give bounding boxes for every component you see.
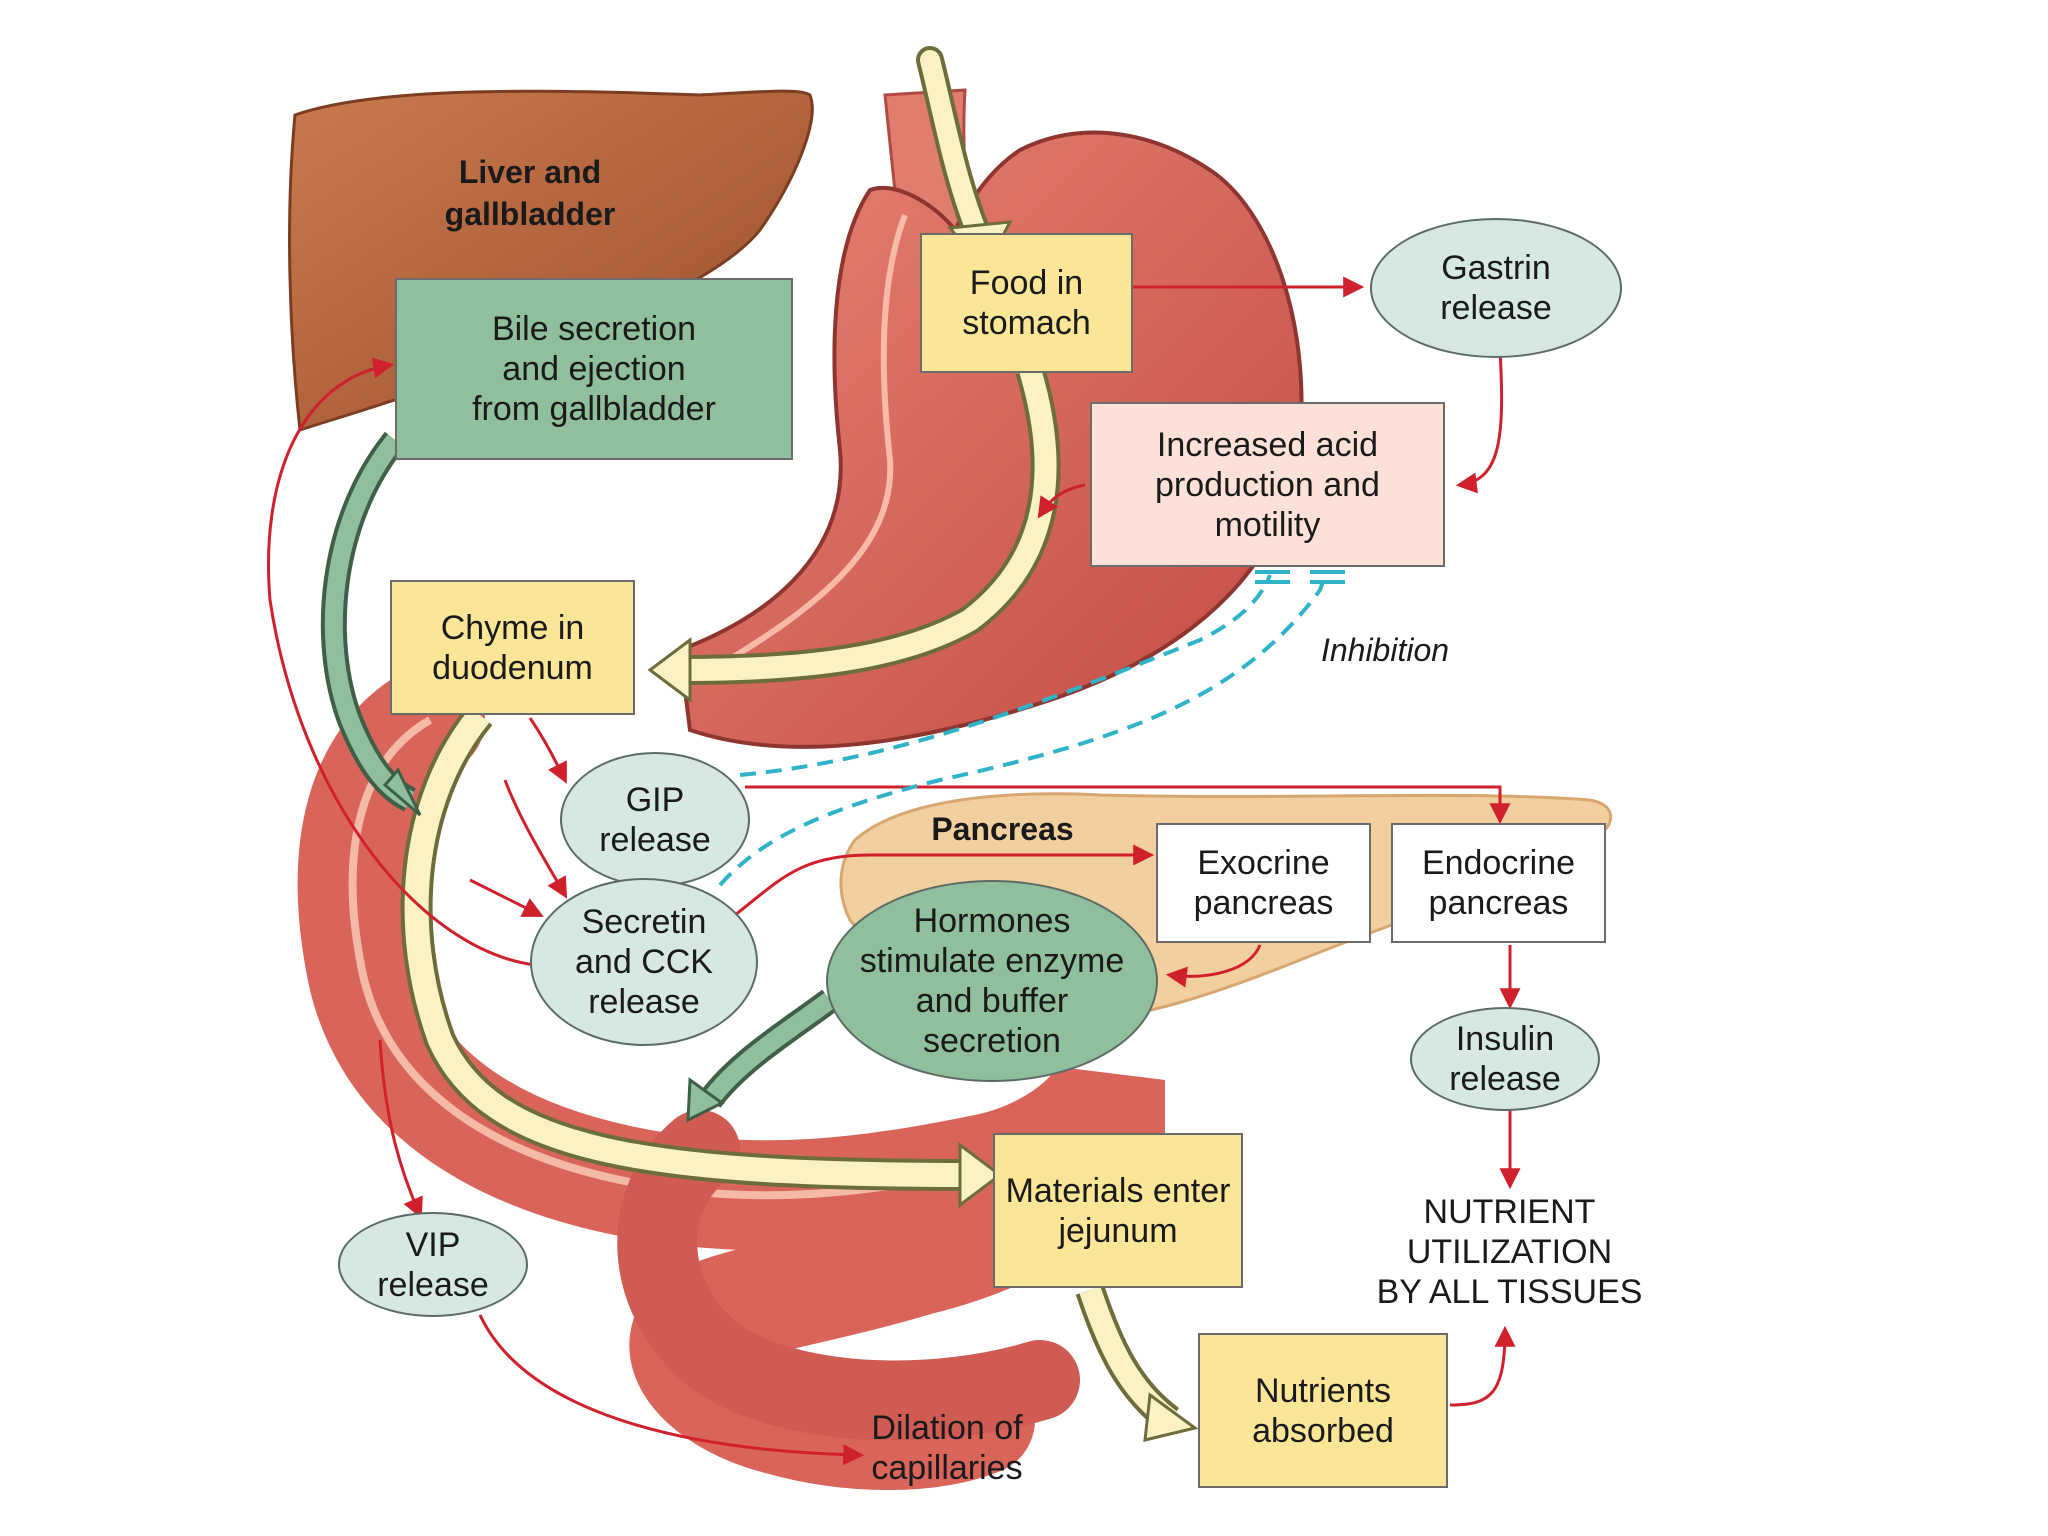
inhibition-lines xyxy=(718,574,1327,887)
chyme-duodenum-box: Chyme in duodenum xyxy=(390,580,635,715)
vip-release-oval: VIP release xyxy=(338,1212,528,1317)
stomach-inner-lining xyxy=(718,213,908,668)
vip-to-dilation-arrow xyxy=(478,1314,865,1466)
inhibition-bars xyxy=(1255,570,1345,584)
exocrine-pancreas-box: Exocrine pancreas xyxy=(1156,823,1371,943)
nutrient-utilization-label: NUTRIENT UTILIZATION BY ALL TISSUES xyxy=(1376,1193,1643,1311)
red-arrows xyxy=(267,276,1521,1466)
dilation-capillaries-label: Dilation of capillaries xyxy=(871,1409,1023,1487)
chyme-to-secretin-arrow xyxy=(503,779,568,899)
acid-to-stomach-arrow xyxy=(1037,483,1086,519)
acid-production-box: Increased acid production and motility xyxy=(1090,402,1445,567)
materials-jejunum-box: Materials enter jejunum xyxy=(993,1133,1243,1288)
bile-secretion-box: Bile secretion and ejection from gallbla… xyxy=(395,278,793,460)
exocrine-to-hormones-arrow xyxy=(1165,944,1262,988)
secretin-cck-oval: Secretin and CCK release xyxy=(530,878,758,1046)
nutrients-to-utilization-arrow xyxy=(1449,1325,1516,1407)
pancreas-label: Pancreas xyxy=(931,811,1074,847)
endocrine-pancreas-box: Endocrine pancreas xyxy=(1391,823,1606,943)
liver-label: Liver and gallbladder xyxy=(444,154,616,232)
gastrin-release-oval: Gastrin release xyxy=(1370,218,1622,358)
gip-release-oval: GIP release xyxy=(560,752,750,887)
hormones-oval: Hormones stimulate enzyme and buffer sec… xyxy=(826,880,1158,1082)
insulin-release-oval: Insulin release xyxy=(1410,1007,1600,1111)
gip-inhibition-line xyxy=(739,574,1272,777)
gastrin-to-acid-arrow xyxy=(1455,349,1504,494)
jejunum-shape xyxy=(617,1110,1080,1441)
chyme-to-gip-arrow xyxy=(528,717,567,784)
gip-to-endocrine-arrow xyxy=(745,785,1511,825)
inhibition-label: Inhibition xyxy=(1320,632,1450,668)
food-in-stomach-box: Food in stomach xyxy=(920,233,1133,373)
secretin-to-bile-arrow xyxy=(267,357,536,967)
nutrients-absorbed-box: Nutrients absorbed xyxy=(1198,1333,1448,1488)
intestine-to-secretin-arrow xyxy=(469,878,544,917)
secretin-to-exocrine-arrow xyxy=(734,844,1155,917)
intestine-to-vip-arrow xyxy=(378,1039,423,1219)
